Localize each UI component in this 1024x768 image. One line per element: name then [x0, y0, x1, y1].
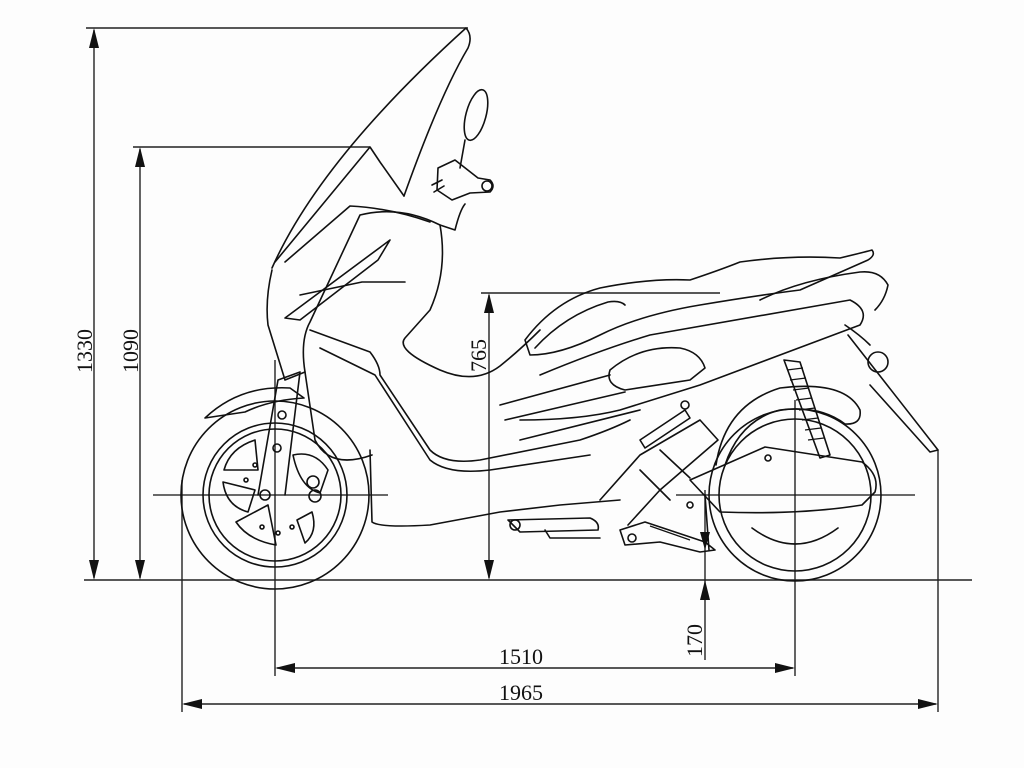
side-body [519, 299, 865, 421]
floor-panel [309, 329, 631, 463]
seat [524, 249, 875, 356]
front-cowl [266, 203, 466, 381]
dim-overall-length: 1965 [181, 450, 939, 712]
lower-skirt-edge [304, 371, 373, 461]
dim-label-1510: 1510 [499, 644, 543, 669]
side-body-stripe [499, 374, 641, 441]
centre-stand [507, 517, 601, 539]
dim-label-1965: 1965 [499, 680, 543, 705]
seat-inner [534, 300, 626, 349]
side-panel-upper [284, 205, 431, 263]
rear-shock [783, 359, 831, 459]
frame-tube [599, 419, 719, 526]
dim-ground-clearance: 170 [682, 490, 710, 660]
dim-seat-height: 765 [466, 292, 720, 580]
windscreen-inner [274, 146, 405, 263]
dim-label-765: 765 [466, 339, 491, 372]
dim-label-1330: 1330 [72, 329, 97, 373]
rear-grab-rail [759, 270, 889, 311]
windscreen [271, 27, 471, 269]
tail-light [867, 351, 889, 373]
leg-shield [402, 224, 541, 378]
mud-flap [847, 334, 939, 453]
rear-fender [715, 385, 862, 466]
dim-handlebar-height: 1090 [118, 146, 370, 580]
floor-panel-inner [319, 347, 591, 473]
dim-label-1090: 1090 [118, 329, 143, 373]
dim-wheelbase: 1510 [274, 360, 796, 676]
front-fender [204, 386, 305, 419]
dim-label-170: 170 [682, 624, 707, 657]
front-fork [257, 371, 301, 496]
handlebar-grip [431, 159, 494, 201]
side-panel-vent [284, 239, 391, 321]
mirror [459, 88, 489, 169]
side-stand [619, 494, 716, 553]
side-bolt [680, 400, 690, 410]
side-body-window [608, 346, 706, 391]
lower-skirt [369, 449, 621, 527]
engine-bolt-2 [686, 501, 694, 509]
engine-bolt [764, 454, 772, 462]
side-panel-stripe [299, 281, 406, 296]
engine-case [689, 446, 877, 514]
front-wheel [180, 400, 370, 590]
tail-light-housing [844, 324, 871, 346]
rear-side-vent [639, 409, 691, 449]
frame-tube-divider [639, 449, 691, 501]
dim-overall-height: 1330 [72, 27, 468, 580]
